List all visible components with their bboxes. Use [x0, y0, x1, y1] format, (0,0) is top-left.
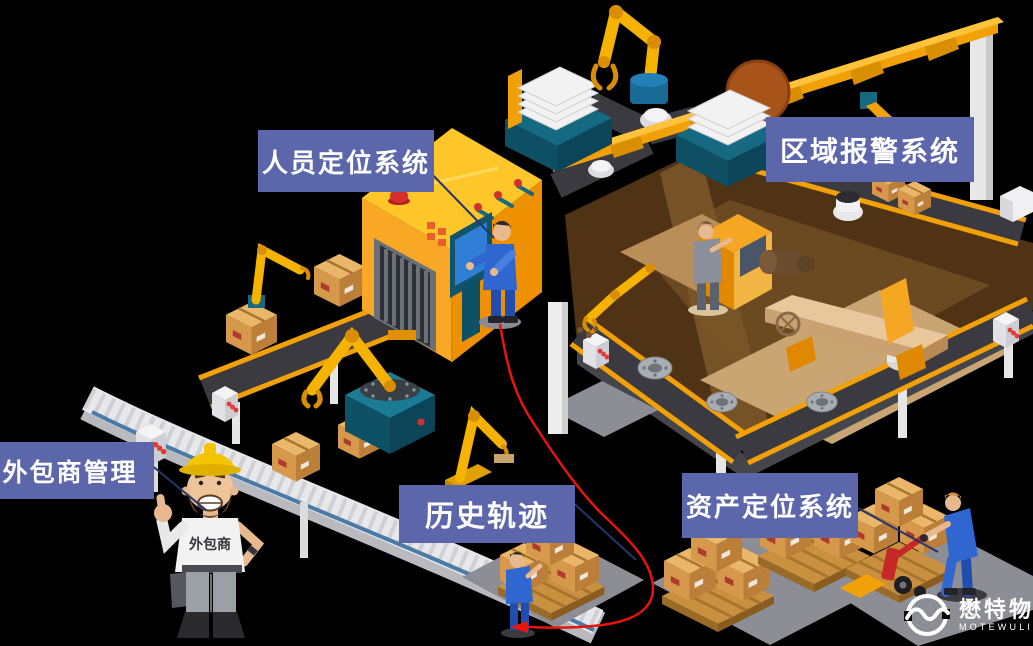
cnc-machine-right	[676, 59, 792, 187]
pallet-jack-area	[836, 475, 1033, 646]
vent-dots	[427, 222, 446, 246]
worker-jack	[920, 492, 987, 602]
contractor-character: 外包商	[154, 443, 265, 638]
corner-machine	[1000, 186, 1033, 222]
label-contractor-management: 外包商管理	[0, 442, 154, 499]
worker-lathe	[688, 221, 733, 316]
brand-logo-icon	[904, 594, 950, 636]
infeed-conveyor	[198, 252, 405, 444]
shirt-text: 外包商	[189, 536, 231, 552]
robot-arm-top	[590, 5, 668, 104]
label-connectors	[149, 165, 939, 561]
label-history-trajectory: 历史轨迹	[399, 485, 575, 543]
lathe-machine	[700, 214, 948, 380]
label-asset-positioning-system: 资产定位系统	[682, 473, 858, 538]
history-trajectory-path	[498, 323, 655, 633]
staging-area-center	[462, 514, 644, 628]
asset-storage	[652, 476, 900, 645]
brand-name-cn: 懋特物联	[959, 596, 1033, 622]
worker-console	[466, 221, 521, 329]
trajectory-arrowhead	[510, 621, 528, 633]
robot-arm-left	[248, 242, 311, 308]
label-area-alarm-system: 区域报警系统	[766, 117, 974, 182]
platform-conveyors	[569, 296, 1033, 466]
console-kiosk	[450, 212, 492, 342]
robot-arm-platform	[577, 263, 655, 338]
robot-cell	[301, 326, 435, 454]
brand-logo: 懋特物联 MOTEWULIAN	[904, 592, 1033, 638]
cnc-machine-left	[505, 66, 612, 172]
brand-name-en: MOTEWULIAN	[959, 621, 1033, 632]
label-personnel-positioning-system: 人员定位系统	[258, 130, 434, 192]
machined-part	[833, 191, 863, 221]
